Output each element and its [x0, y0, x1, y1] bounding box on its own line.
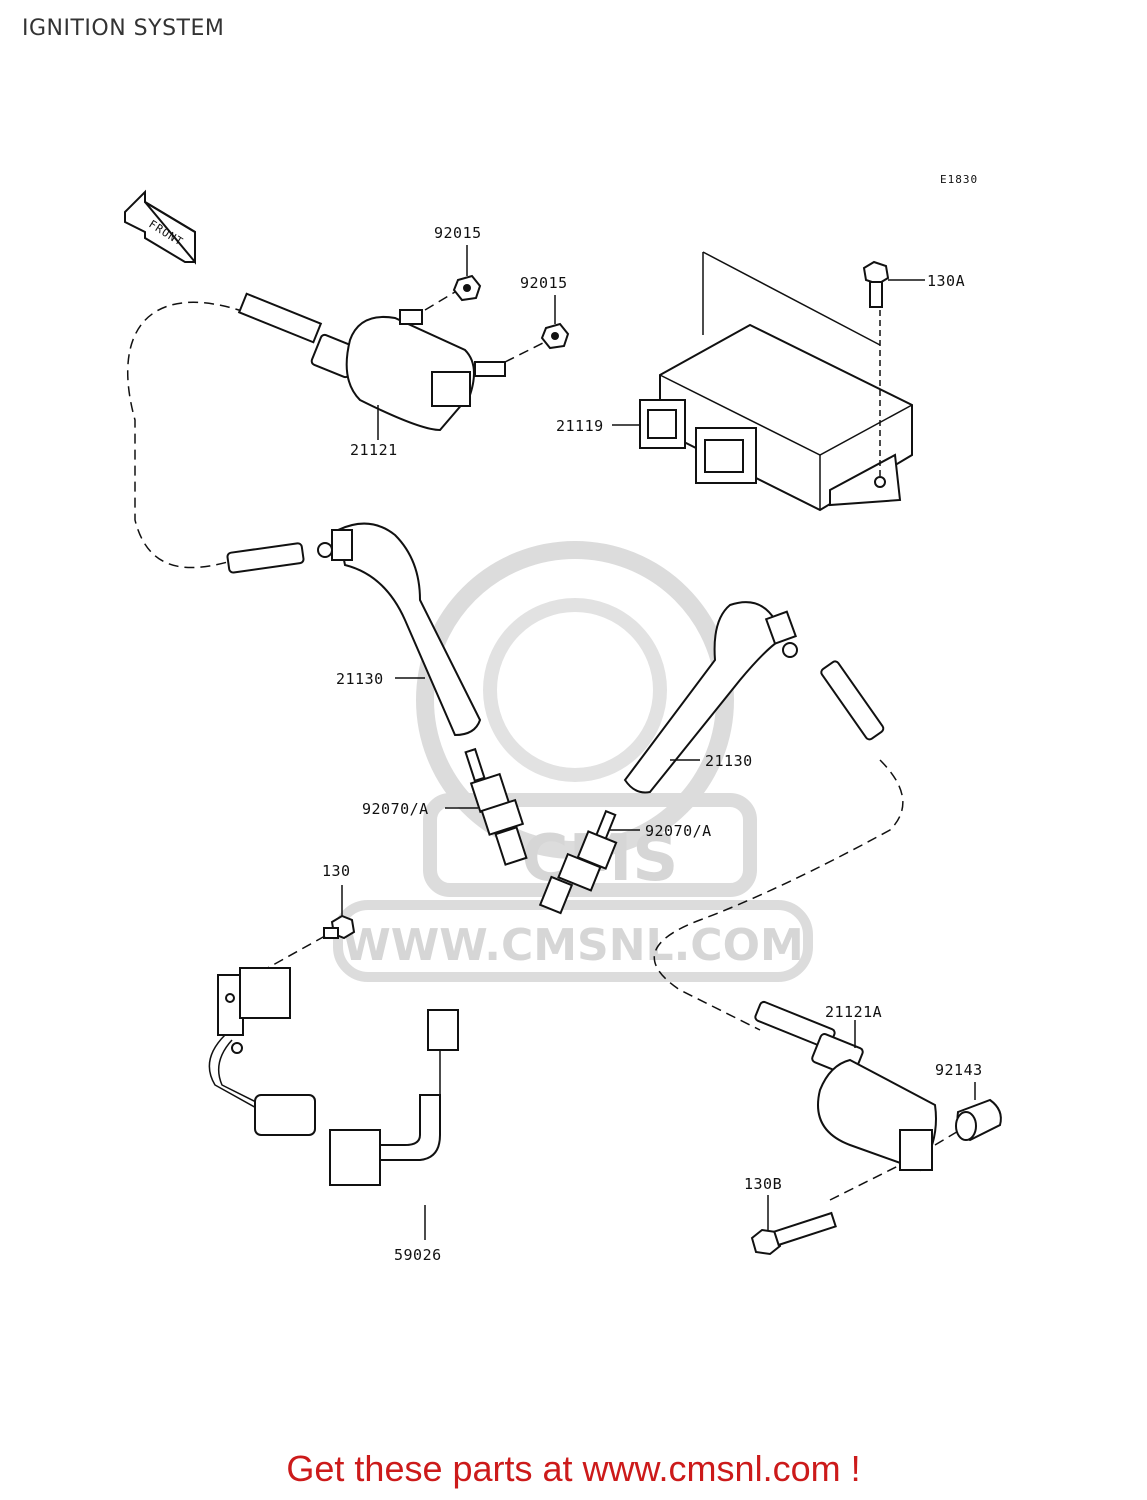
- watermark: CMS WWW.CMSNL.COM: [333, 541, 813, 982]
- label-21119: 21119: [556, 417, 604, 435]
- plug-cap-21130-b: [623, 601, 904, 1031]
- spark-plug-92070-b: [538, 809, 640, 915]
- front-arrow-icon: FRONT: [124, 189, 196, 265]
- pickup-coil-59026: [208, 967, 459, 1240]
- footer-link[interactable]: Get these parts at www.cmsnl.com !: [286, 1448, 861, 1489]
- bolt-130a: [862, 260, 925, 308]
- ignition-coil-21121: [127, 291, 546, 569]
- label-92070-a: 92070/A: [362, 800, 429, 818]
- label-92070-b: 92070/A: [645, 822, 712, 840]
- watermark-url: WWW.CMSNL.COM: [342, 920, 804, 971]
- label-21121: 21121: [350, 441, 398, 459]
- label-59026: 59026: [394, 1246, 442, 1264]
- label-21130-a: 21130: [336, 670, 384, 688]
- label-130a: 130A: [927, 272, 965, 290]
- nut-92015-b: [540, 295, 570, 350]
- label-21121a: 21121A: [825, 1003, 882, 1021]
- spark-plug-92070-a: [445, 747, 528, 866]
- parts-diagram: CMS WWW.CMSNL.COM FRONT E1830: [124, 173, 1002, 1264]
- diagram-code: E1830: [940, 173, 978, 186]
- igniter-21119: [612, 251, 913, 512]
- nut-92015-a: [452, 245, 482, 302]
- label-21130-b: 21130: [705, 752, 753, 770]
- plug-cap-21130-a: [226, 522, 482, 737]
- label-130b: 130B: [744, 1175, 782, 1193]
- page-title: IGNITION SYSTEM: [22, 16, 225, 41]
- label-92015-a: 92015: [434, 224, 482, 242]
- label-92143: 92143: [935, 1061, 983, 1079]
- collar-92143: [955, 1082, 1002, 1142]
- label-92015-b: 92015: [520, 274, 568, 292]
- label-130: 130: [322, 862, 351, 880]
- ignition-coil-21121a: [754, 1000, 961, 1201]
- bolt-130b: [750, 1195, 837, 1256]
